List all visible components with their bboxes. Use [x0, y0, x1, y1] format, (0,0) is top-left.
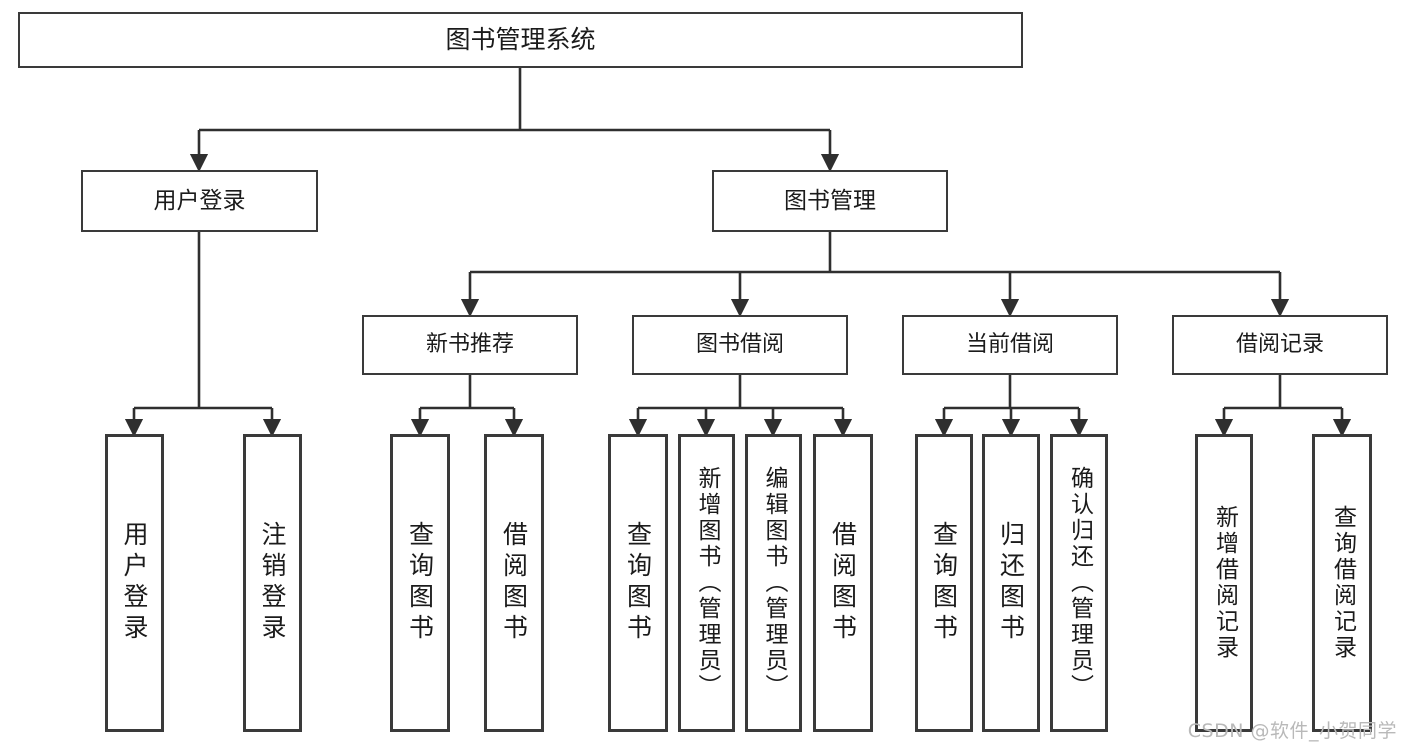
- node-leaf-query-record-label: 查询借阅记录: [1329, 505, 1356, 661]
- node-leaf-confirm-return-label: 确认归还（管理员）: [1066, 466, 1093, 700]
- node-current-borrow-label: 当前借阅: [965, 332, 1054, 358]
- node-leaf-add-book-admin[interactable]: 新增图书（管理员）: [678, 434, 735, 732]
- node-leaf-return-book[interactable]: 归还图书: [982, 434, 1040, 732]
- node-borrow-record-label: 借阅记录: [1235, 332, 1324, 358]
- node-leaf-query-record[interactable]: 查询借阅记录: [1312, 434, 1372, 732]
- node-leaf-user-login-label: 用户登录: [120, 521, 149, 645]
- node-leaf-query-book-3-label: 查询图书: [929, 521, 959, 645]
- node-leaf-query-book-1[interactable]: 查询图书: [390, 434, 450, 732]
- node-book-manage-label: 图书管理: [784, 187, 876, 214]
- node-user-login-label: 用户登录: [153, 187, 246, 214]
- node-leaf-confirm-return[interactable]: 确认归还（管理员）: [1050, 434, 1108, 732]
- node-new-book-recommend-label: 新书推荐: [425, 332, 514, 358]
- node-new-book-recommend[interactable]: 新书推荐: [362, 315, 578, 375]
- node-leaf-borrow-book-2-label: 借阅图书: [828, 521, 858, 645]
- node-leaf-edit-book-admin[interactable]: 编辑图书（管理员）: [745, 434, 802, 732]
- node-leaf-borrow-book-1-label: 借阅图书: [499, 521, 529, 645]
- node-leaf-borrow-book-2[interactable]: 借阅图书: [813, 434, 873, 732]
- node-book-borrow-label: 图书借阅: [695, 332, 784, 358]
- node-root[interactable]: 图书管理系统: [18, 12, 1023, 68]
- node-leaf-return-book-label: 归还图书: [996, 521, 1026, 645]
- node-leaf-query-book-2-label: 查询图书: [623, 521, 653, 645]
- node-leaf-edit-book-admin-label: 编辑图书（管理员）: [761, 466, 787, 700]
- node-leaf-add-book-admin-label: 新增图书（管理员）: [694, 466, 720, 700]
- node-leaf-add-record-label: 新增借阅记录: [1211, 505, 1238, 661]
- node-leaf-borrow-book-1[interactable]: 借阅图书: [484, 434, 544, 732]
- node-book-manage[interactable]: 图书管理: [712, 170, 948, 232]
- node-leaf-user-login[interactable]: 用户登录: [105, 434, 164, 732]
- node-leaf-query-book-1-label: 查询图书: [405, 521, 435, 645]
- node-leaf-add-record[interactable]: 新增借阅记录: [1195, 434, 1253, 732]
- node-user-login[interactable]: 用户登录: [81, 170, 318, 232]
- node-root-label: 图书管理系统: [445, 24, 596, 54]
- node-leaf-logout-login[interactable]: 注销登录: [243, 434, 302, 732]
- node-book-borrow[interactable]: 图书借阅: [632, 315, 848, 375]
- watermark: CSDN @软件_小贺同学: [1187, 720, 1397, 742]
- node-borrow-record[interactable]: 借阅记录: [1172, 315, 1388, 375]
- node-current-borrow[interactable]: 当前借阅: [902, 315, 1118, 375]
- node-leaf-query-book-2[interactable]: 查询图书: [608, 434, 668, 732]
- node-leaf-query-book-3[interactable]: 查询图书: [915, 434, 973, 732]
- node-leaf-logout-login-label: 注销登录: [258, 521, 287, 645]
